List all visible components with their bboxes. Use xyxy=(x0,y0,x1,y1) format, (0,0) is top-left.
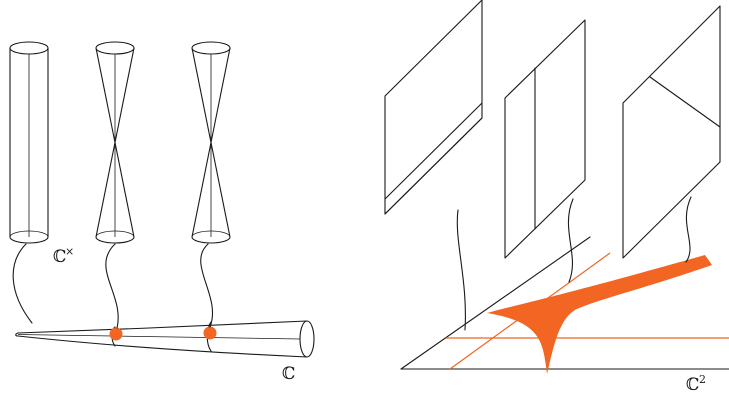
fiber-cylinder xyxy=(9,41,49,244)
label-c-times-sup: × xyxy=(65,245,74,258)
connector-1 xyxy=(12,243,33,324)
base-plane xyxy=(400,236,729,374)
connector-5 xyxy=(567,198,574,283)
fiber-plane-2 xyxy=(504,19,586,259)
cusp-surface xyxy=(487,255,712,374)
base-horn xyxy=(15,320,315,358)
connector-3 xyxy=(200,243,213,328)
label-c2: ℂ xyxy=(686,375,700,395)
connector-6 xyxy=(685,196,692,263)
fiber-plane-3 xyxy=(622,5,721,259)
right-panel: ℂ 2 xyxy=(384,0,729,395)
connector-2 xyxy=(105,243,119,329)
label-c: ℂ xyxy=(282,364,296,384)
label-c2-sup: 2 xyxy=(699,373,706,386)
fiber-hourglass-1 xyxy=(95,41,135,244)
singular-point-1 xyxy=(109,327,123,341)
fiber-plane-1 xyxy=(384,0,483,215)
singular-point-2 xyxy=(203,326,217,340)
fiber-hourglass-2 xyxy=(191,41,231,244)
left-panel: ℂ × ℂ xyxy=(9,41,315,384)
label-c-times: ℂ xyxy=(53,247,67,267)
connector-4 xyxy=(456,209,466,331)
